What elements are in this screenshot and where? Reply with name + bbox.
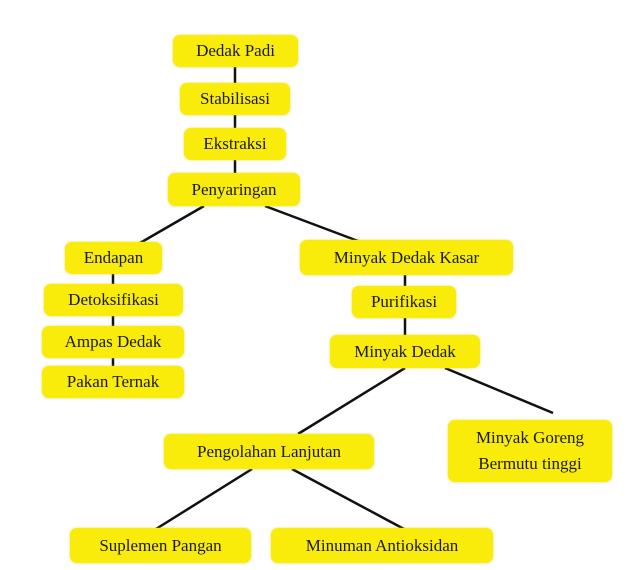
- edge-penyaringan-endapan: [139, 204, 205, 245]
- node-minyak-dedak: Minyak Dedak: [330, 335, 480, 368]
- node-ampas-dedak: Ampas Dedak: [42, 326, 184, 358]
- edge-minyak-dedak-pengolahan: [297, 366, 406, 436]
- node-pakan-ternak: Pakan Ternak: [42, 366, 184, 398]
- node-detoksifikasi: Detoksifikasi: [44, 284, 183, 316]
- node-minyak-goreng-line2: Bermutu tinggi: [478, 454, 582, 473]
- node-minyak-goreng-line1: Minyak Goreng: [475, 428, 585, 447]
- edge-minyak-dedak-goreng: [444, 366, 554, 415]
- edge-pengolahan-minuman: [291, 467, 405, 531]
- node-minyak-goreng-bermutu-tinggi: Minyak Goreng Bermutu tinggi: [448, 420, 612, 482]
- node-ekstraksi: Ekstraksi: [184, 128, 286, 160]
- node-stabilisasi: Stabilisasi: [180, 83, 290, 115]
- edge-pengolahan-suplemen: [155, 467, 253, 531]
- node-penyaringan: Penyaringan: [168, 173, 300, 206]
- node-minuman-antioksidan: Minuman Antioksidan: [271, 528, 493, 563]
- node-pengolahan-lanjutan: Pengolahan Lanjutan: [164, 434, 374, 469]
- node-minyak-dedak-kasar: Minyak Dedak Kasar: [300, 240, 513, 275]
- node-dedak-padi: Dedak Padi: [173, 35, 298, 67]
- node-endapan: Endapan: [65, 242, 162, 274]
- edge-penyaringan-minyak-kasar: [264, 204, 359, 243]
- node-purifikasi: Purifikasi: [352, 286, 456, 318]
- node-suplemen-pangan: Suplemen Pangan: [70, 528, 251, 563]
